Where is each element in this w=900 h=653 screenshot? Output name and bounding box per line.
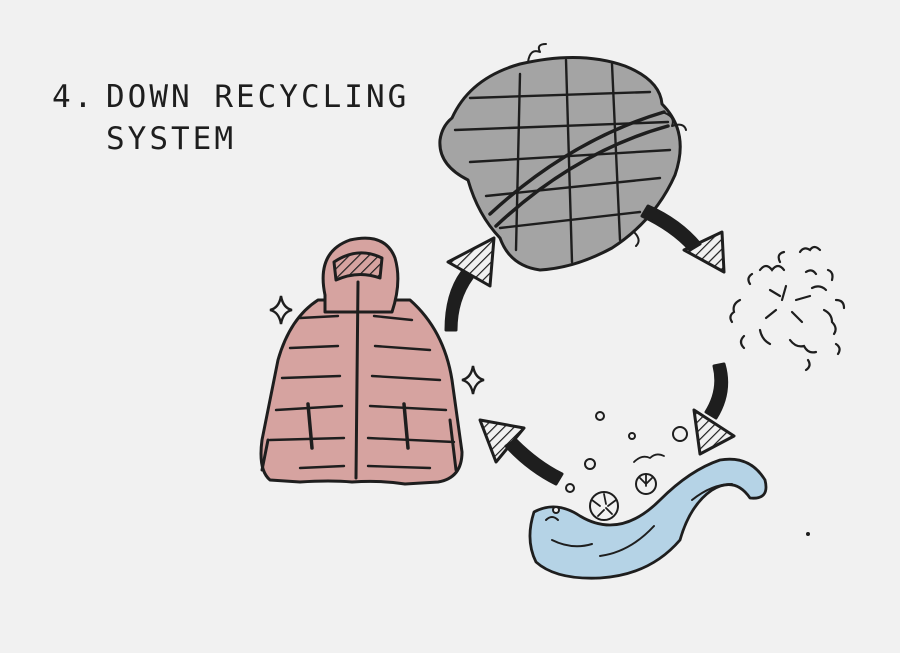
- sparkle-icon: [461, 365, 485, 395]
- diagram-title: 4. DOWN RECYCLING SYSTEM: [52, 76, 409, 160]
- loose-down: [729, 245, 846, 372]
- sparkle-icon: [269, 295, 293, 325]
- arrow-to-wash-icon: [692, 362, 736, 456]
- title-number: 4.: [52, 79, 96, 115]
- title-line-2: SYSTEM: [106, 121, 236, 157]
- arrow-to-down-icon: [640, 204, 726, 274]
- stray-dot: [806, 532, 810, 536]
- grey-jacket: [438, 43, 687, 272]
- washing-water: [528, 411, 768, 580]
- arrow-to-new-jacket-icon: [478, 418, 564, 486]
- pink-jacket: [259, 236, 464, 486]
- title-line-1: DOWN RECYCLING: [106, 79, 410, 115]
- cycle-arrows: [444, 204, 736, 486]
- arrow-to-used-jacket-icon: [444, 236, 496, 332]
